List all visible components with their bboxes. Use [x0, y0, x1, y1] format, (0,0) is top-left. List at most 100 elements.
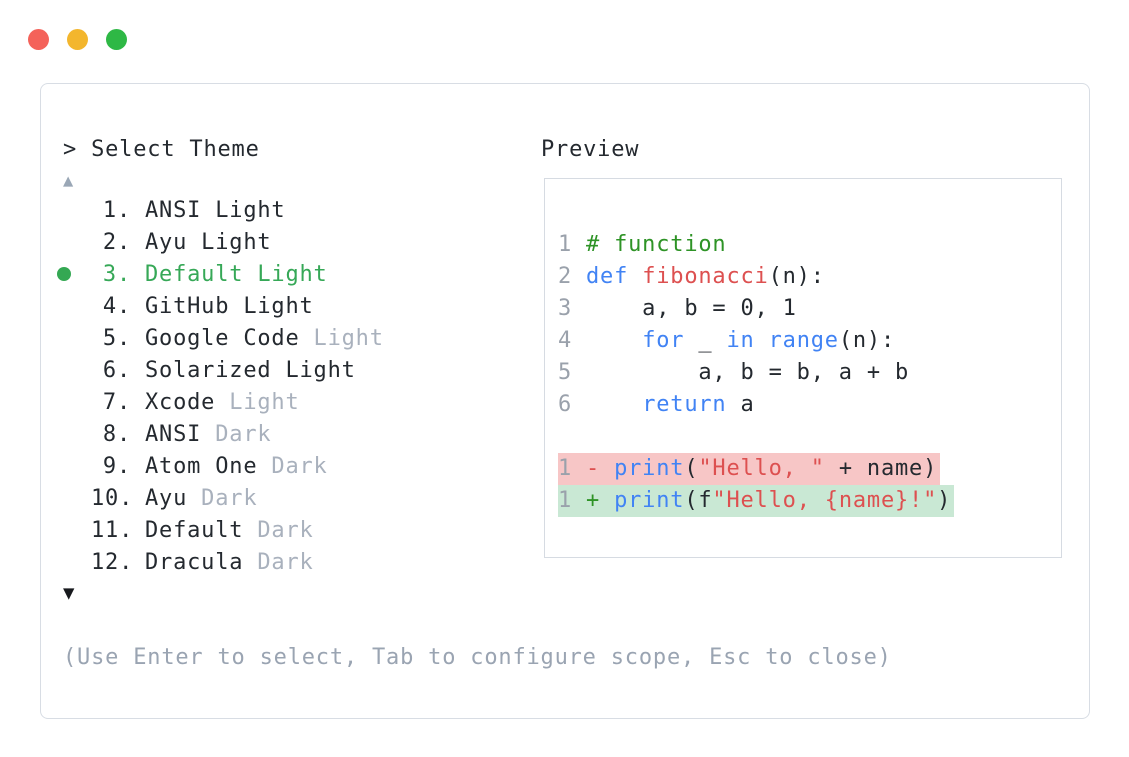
preview-title: Preview: [541, 137, 640, 162]
token-plain: a: [726, 392, 755, 417]
theme-variant-label: Light: [299, 325, 384, 351]
theme-variant-label: Dark: [201, 421, 272, 447]
token-plain: (n):: [838, 328, 896, 353]
theme-item-google-code[interactable]: 5. Google Code Light: [57, 322, 384, 354]
line-number: 1: [558, 232, 573, 257]
line-number: 2: [558, 264, 573, 289]
code-line: 2 def fibonacci(n):: [558, 261, 825, 293]
theme-number: 9.: [102, 453, 131, 479]
theme-variant-label: Dark: [243, 517, 314, 543]
theme-name: Atom One: [145, 453, 258, 479]
line-number: [558, 421, 572, 453]
line-number: 4: [558, 328, 573, 353]
theme-number: 12.: [91, 549, 134, 575]
theme-number: 7.: [102, 389, 131, 415]
theme-name: GitHub Light: [145, 293, 314, 319]
minimize-button[interactable]: [67, 29, 88, 50]
theme-number: 3.: [102, 261, 131, 287]
theme-item-solarized-light[interactable]: 6. Solarized Light: [57, 354, 384, 386]
line-number: 1: [558, 456, 573, 481]
close-button[interactable]: [28, 29, 49, 50]
theme-item-ansi-light[interactable]: 1. ANSI Light: [57, 194, 384, 226]
help-text: (Use Enter to select, Tab to configure s…: [63, 645, 892, 670]
code-line: 4 for _ in range(n):: [558, 325, 895, 357]
token-kw: def: [586, 264, 629, 289]
selected-indicator-dot: [57, 267, 91, 281]
token-plain: [628, 264, 642, 289]
theme-item-default-light[interactable]: 3. Default Light: [57, 258, 384, 290]
theme-number: 8.: [102, 421, 131, 447]
token-plain: (n):: [768, 264, 825, 289]
theme-item-dracula[interactable]: 12.Dracula Dark: [57, 546, 384, 578]
token-kw: return: [642, 392, 727, 417]
line-number: 3: [558, 296, 573, 321]
token-fn: fibonacci: [642, 264, 769, 289]
theme-name: Default: [145, 517, 244, 543]
token-str: "Hello, ": [698, 456, 825, 481]
maximize-button[interactable]: [106, 29, 127, 50]
theme-item-atom-one[interactable]: 9. Atom One Dark: [57, 450, 384, 482]
token-comment: # function: [586, 232, 727, 257]
theme-name: Google Code: [145, 325, 300, 351]
theme-list: 1. ANSI Light 2. Ayu Light 3. Default Light 4.…: [57, 194, 384, 578]
theme-name: Xcode: [145, 389, 216, 415]
theme-number: 10.: [91, 485, 134, 511]
token-kw: print: [614, 488, 685, 513]
theme-name: Default Light: [145, 261, 328, 287]
token-kw: in: [726, 328, 755, 353]
scroll-down-icon[interactable]: ▼: [63, 582, 76, 604]
code-line: 3 a, b = 0, 1: [558, 293, 797, 325]
token-plain: + name): [824, 456, 938, 481]
token-plain: (: [684, 456, 699, 481]
token-plain: _: [684, 328, 727, 353]
theme-variant-label: Light: [215, 389, 300, 415]
theme-number: 4.: [102, 293, 131, 319]
theme-number: 2.: [102, 229, 131, 255]
theme-name: ANSI Light: [145, 197, 286, 223]
theme-number: 1.: [102, 197, 131, 223]
theme-name: ANSI: [145, 421, 202, 447]
theme-variant-label: Dark: [187, 485, 258, 511]
token-kw: print: [614, 456, 685, 481]
token-plain: (f: [684, 488, 713, 513]
code-line: [558, 421, 586, 453]
token-plain: ): [937, 488, 952, 513]
theme-name: Ayu Light: [145, 229, 272, 255]
theme-name: Ayu: [145, 485, 188, 511]
token-plain: [755, 328, 769, 353]
theme-item-default[interactable]: 11. Default Dark: [57, 514, 384, 546]
theme-number: 6.: [102, 357, 131, 383]
window-controls: [28, 29, 127, 50]
theme-selector-panel: > Select Theme Preview ▲ 1. ANSI Light 2. A…: [40, 83, 1090, 719]
theme-number: 5.: [102, 325, 131, 351]
green-dot-icon: [57, 267, 71, 281]
token-plain: [586, 328, 642, 353]
theme-variant-label: Dark: [257, 453, 328, 479]
theme-name: Dracula: [145, 549, 244, 575]
token-plus: +: [586, 488, 615, 513]
token-plain: [586, 392, 642, 417]
line-number: 6: [558, 392, 573, 417]
token-kw: range: [768, 328, 839, 353]
token-plain: a, b = b, a + b: [586, 360, 910, 385]
diff-line-removed: 1- print("Hello, " + name): [558, 453, 941, 485]
code-line: 5 a, b = b, a + b: [558, 357, 909, 389]
theme-number: 11.: [91, 517, 134, 543]
theme-name: Solarized Light: [145, 357, 356, 383]
select-theme-prompt: > Select Theme: [63, 137, 260, 162]
token-minus: -: [586, 456, 615, 481]
scroll-up-icon[interactable]: ▲: [63, 171, 75, 191]
token-kw: for: [642, 328, 685, 353]
theme-item-ayu[interactable]: 10. Ayu Dark: [57, 482, 384, 514]
diff-line-added: 1+ print(f"Hello, {name}!"): [558, 485, 955, 517]
code-line: 6 return a: [558, 389, 755, 421]
theme-item-xcode[interactable]: 7. Xcode Light: [57, 386, 384, 418]
theme-item-ayu-light[interactable]: 2. Ayu Light: [57, 226, 384, 258]
code-line: 1 # function: [558, 229, 726, 261]
token-plain: a, b = 0, 1: [586, 296, 797, 321]
line-number: 1: [558, 488, 573, 513]
theme-item-github-light[interactable]: 4. GitHub Light: [57, 290, 384, 322]
theme-item-ansi[interactable]: 8. ANSI Dark: [57, 418, 384, 450]
